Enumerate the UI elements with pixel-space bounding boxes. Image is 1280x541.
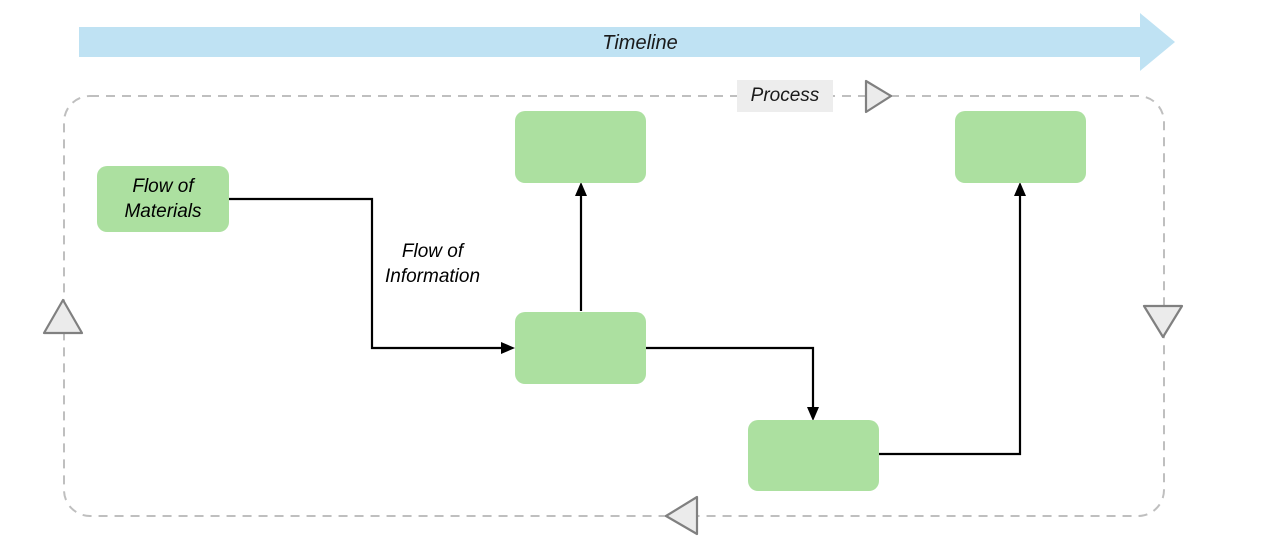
node-flow-of-materials-label: Flow of Materials (124, 175, 202, 222)
node-process-step-middle[interactable] (515, 312, 646, 384)
arrowhead-into-middle-node (501, 342, 515, 354)
marker-triangle-bottom (664, 495, 699, 536)
marker-triangle-top (864, 79, 893, 114)
node-flow-of-materials[interactable]: Flow of Materials (97, 166, 229, 232)
node-process-step-top-middle[interactable] (515, 111, 646, 183)
connector-middle-to-bottom (646, 346, 815, 411)
connector-bottom-to-top-right (879, 192, 1022, 456)
label-flow-of-information: Flow of Information (384, 241, 481, 288)
arrowhead-into-top-middle-node (575, 182, 587, 196)
node-process-step-top-right[interactable] (955, 111, 1086, 183)
timeline-label: Timeline (602, 32, 678, 54)
timeline-arrow-shape (79, 13, 1175, 71)
marker-triangle-left (42, 298, 84, 335)
arrowhead-into-bottom-node (807, 407, 819, 421)
marker-triangle-right (1142, 304, 1184, 339)
arrowhead-into-top-right-node (1014, 182, 1026, 196)
connector-materials-to-middle (229, 197, 505, 350)
node-process-step-bottom[interactable] (748, 420, 879, 491)
process-tag: Process (737, 80, 833, 112)
